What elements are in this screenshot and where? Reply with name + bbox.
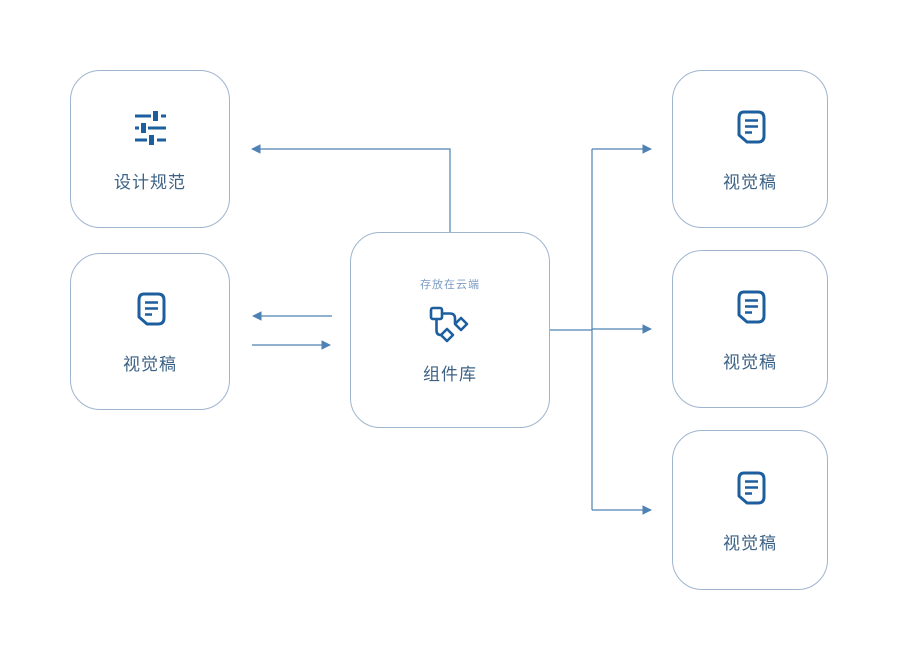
node-label: 组件库: [423, 364, 477, 384]
node-design-spec: 设计规范: [70, 70, 230, 228]
document-icon: [728, 467, 772, 511]
node-label: 视觉稿: [723, 352, 777, 372]
document-icon: [128, 288, 172, 332]
node-label: 视觉稿: [723, 172, 777, 192]
node-visual-draft-right-middle: 视觉稿: [672, 250, 828, 408]
node-label: 视觉稿: [723, 533, 777, 553]
node-visual-draft-left: 视觉稿: [70, 253, 230, 410]
document-icon: [728, 106, 772, 150]
connector-library-to-design-spec: [251, 144, 451, 232]
node-label: 设计规范: [114, 172, 186, 192]
git-branch-icon: [425, 304, 475, 346]
node-label: 视觉稿: [123, 355, 177, 374]
node-subtitle: 存放在云端: [420, 278, 480, 291]
node-component-library: 存放在云端 组件库: [350, 232, 550, 428]
node-visual-draft-right-top: 视觉稿: [672, 70, 828, 228]
connector-library-right-trunk: [550, 149, 593, 510]
sliders-icon: [127, 106, 173, 150]
document-icon: [728, 286, 772, 330]
node-visual-draft-right-bottom: 视觉稿: [672, 430, 828, 590]
